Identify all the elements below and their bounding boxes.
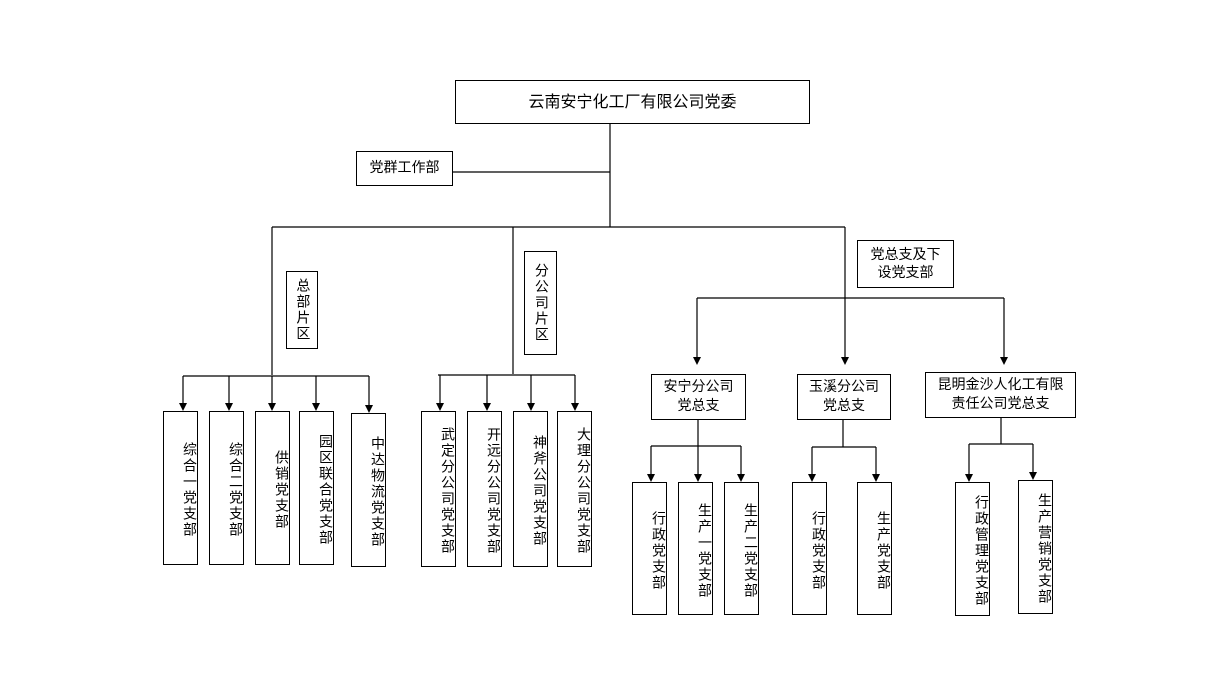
section-label-general-text: 党总支及下设党支部 <box>870 246 941 281</box>
general-branch-label: 安宁分公司 党总支 <box>663 379 734 414</box>
branch-unit: 神斧公司党支部 <box>513 411 548 567</box>
section-label-general: 党总支及下设党支部 <box>857 240 954 288</box>
hq-unit: 供销党支部 <box>255 411 290 565</box>
hq-unit-label: 园区联合党支部 <box>317 434 333 546</box>
sub-unit-label: 行政党支部 <box>650 510 666 591</box>
sub-unit-label: 行政党支部 <box>810 510 826 591</box>
root-label: 云南安宁化工厂有限公司党委 <box>528 92 737 112</box>
branch-unit-label: 开远分公司党支部 <box>485 427 501 555</box>
hq-unit: 综合二党支部 <box>209 411 244 565</box>
mass-work-department-label: 党群工作部 <box>369 160 440 177</box>
hq-unit: 园区联合党支部 <box>299 411 334 565</box>
hq-unit-label: 综合一党支部 <box>181 442 197 538</box>
anning-sub-unit: 生产二党支部 <box>724 482 759 615</box>
branch-unit-label: 武定分公司党支部 <box>439 427 455 555</box>
hq-unit-label: 综合二党支部 <box>227 442 243 538</box>
anning-sub-unit: 行政党支部 <box>632 482 667 615</box>
branch-unit: 大理分公司党支部 <box>557 411 592 567</box>
root-party-committee: 云南安宁化工厂有限公司党委 <box>455 80 810 124</box>
mass-work-department: 党群工作部 <box>356 151 453 186</box>
section-label-branch: 分公司片区 <box>524 251 557 355</box>
kunming-sub-unit: 行政管理党支部 <box>955 482 990 616</box>
yuxi-sub-unit: 行政党支部 <box>792 482 827 615</box>
branch-unit-label: 神斧公司党支部 <box>531 435 547 547</box>
section-label-hq: 总部片区 <box>286 271 318 349</box>
yuxi-sub-unit: 生产党支部 <box>857 482 892 615</box>
general-branch-anning: 安宁分公司 党总支 <box>651 374 746 420</box>
section-label-branch-text: 分公司片区 <box>532 263 549 343</box>
sub-unit-label: 生产党支部 <box>875 510 891 591</box>
sub-unit-label: 生产营销党支部 <box>1036 493 1052 605</box>
hq-unit: 中达物流党支部 <box>351 413 386 567</box>
kunming-sub-unit: 生产营销党支部 <box>1018 480 1053 614</box>
sub-unit-label: 行政管理党支部 <box>973 495 989 607</box>
branch-unit: 武定分公司党支部 <box>421 411 456 567</box>
sub-unit-label: 生产二党支部 <box>742 502 758 599</box>
hq-unit-label: 中达物流党支部 <box>369 436 385 548</box>
general-branch-kunming: 昆明金沙人化工有限 责任公司党总支 <box>925 372 1076 418</box>
sub-unit-label: 生产一党支部 <box>696 502 712 599</box>
hq-unit: 综合一党支部 <box>163 411 198 565</box>
section-label-hq-text: 总部片区 <box>294 278 311 342</box>
branch-unit-label: 大理分公司党支部 <box>575 427 591 555</box>
general-branch-label: 昆明金沙人化工有限 责任公司党总支 <box>937 377 1064 412</box>
anning-sub-unit: 生产一党支部 <box>678 482 713 615</box>
hq-unit-label: 供销党支部 <box>273 450 289 530</box>
branch-unit: 开远分公司党支部 <box>467 411 502 567</box>
general-branch-yuxi: 玉溪分公司 党总支 <box>797 374 891 420</box>
general-branch-label: 玉溪分公司 党总支 <box>809 379 879 414</box>
